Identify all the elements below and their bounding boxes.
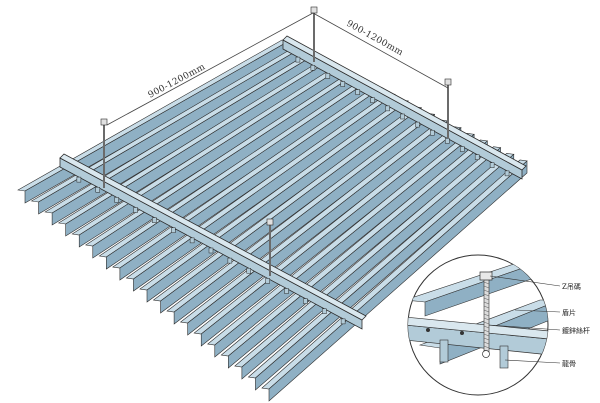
rod-thread	[483, 293, 490, 297]
keel-hook	[114, 197, 119, 203]
rod-thread	[483, 309, 490, 313]
rod-cap	[100, 118, 108, 126]
keel-hook	[246, 268, 251, 274]
rod-thread	[483, 329, 490, 333]
rod-thread	[483, 333, 490, 337]
keel-hook	[415, 121, 420, 128]
rod-cap	[310, 6, 318, 14]
threaded-rod	[444, 78, 452, 138]
rod-thread	[483, 317, 490, 321]
keel-1	[59, 153, 367, 330]
threaded-rod	[310, 6, 318, 62]
baffle-strip-side	[268, 160, 528, 402]
callout-keel: 龍骨	[562, 359, 576, 368]
keel-hook	[227, 257, 233, 264]
keel-hook	[445, 138, 450, 144]
keel-top-edge	[282, 35, 527, 171]
keel-hook	[189, 237, 195, 244]
dimension-right-label: 900-1200mm	[345, 19, 405, 58]
keel-hook	[303, 298, 308, 304]
keel-hook	[76, 176, 82, 183]
rod-thread	[483, 289, 490, 293]
keel-hook	[322, 308, 327, 314]
keel-hook	[208, 247, 214, 254]
detail-inset: Z吊碼 盾片 鍍鋅絲杆 龍骨	[407, 254, 590, 396]
keel-hook	[370, 97, 375, 103]
rod-cap	[266, 218, 274, 226]
baffle-strip	[261, 159, 528, 402]
keel-hook	[310, 65, 316, 71]
baffle-strip	[234, 146, 502, 380]
keel-hook	[355, 89, 360, 95]
rod-thread	[483, 305, 490, 309]
baffle-strip	[247, 153, 515, 391]
rod-thread	[483, 297, 490, 301]
rod-thread	[483, 341, 490, 345]
keel-hook	[325, 73, 331, 79]
keel-hook	[489, 162, 495, 168]
keel-hook	[295, 56, 301, 63]
keel-hook	[152, 217, 157, 223]
rod-thread	[483, 345, 490, 349]
keel-hook	[265, 278, 270, 284]
keel-top-edge	[59, 153, 367, 321]
suspension-rods	[100, 6, 452, 276]
callout-threaded-rod: 鍍鋅絲杆	[562, 326, 590, 335]
rod-thread	[483, 313, 490, 317]
keel-hook	[95, 187, 100, 193]
keel-hook	[340, 318, 346, 325]
keel-hook	[400, 113, 405, 120]
keel-hook	[504, 170, 510, 177]
keel-hook	[133, 207, 138, 213]
keels	[59, 35, 527, 330]
keel-hook	[430, 130, 435, 136]
callout-baffle-strip: 盾片	[562, 308, 576, 317]
keel-hook	[385, 105, 390, 112]
rod-thread	[483, 301, 490, 305]
threaded-rod	[100, 118, 108, 188]
rod-thread	[483, 325, 490, 329]
rod-thread	[483, 285, 490, 289]
keel-hook	[284, 288, 289, 294]
baffle-strip	[17, 39, 290, 204]
rod-thread	[483, 281, 490, 285]
rod-cap	[444, 78, 452, 86]
keel-2	[282, 35, 527, 180]
rod-thread	[483, 321, 490, 325]
threaded-rod	[266, 218, 274, 276]
callout-z-hanger: Z吊碼	[562, 283, 581, 291]
baffle-strip	[220, 139, 489, 369]
baffle-strip	[44, 53, 317, 226]
keel-hook	[171, 227, 176, 233]
keel-hook	[340, 81, 345, 87]
keel-hook	[460, 146, 465, 152]
keel-hook	[474, 154, 480, 160]
rod-thread	[483, 337, 490, 341]
